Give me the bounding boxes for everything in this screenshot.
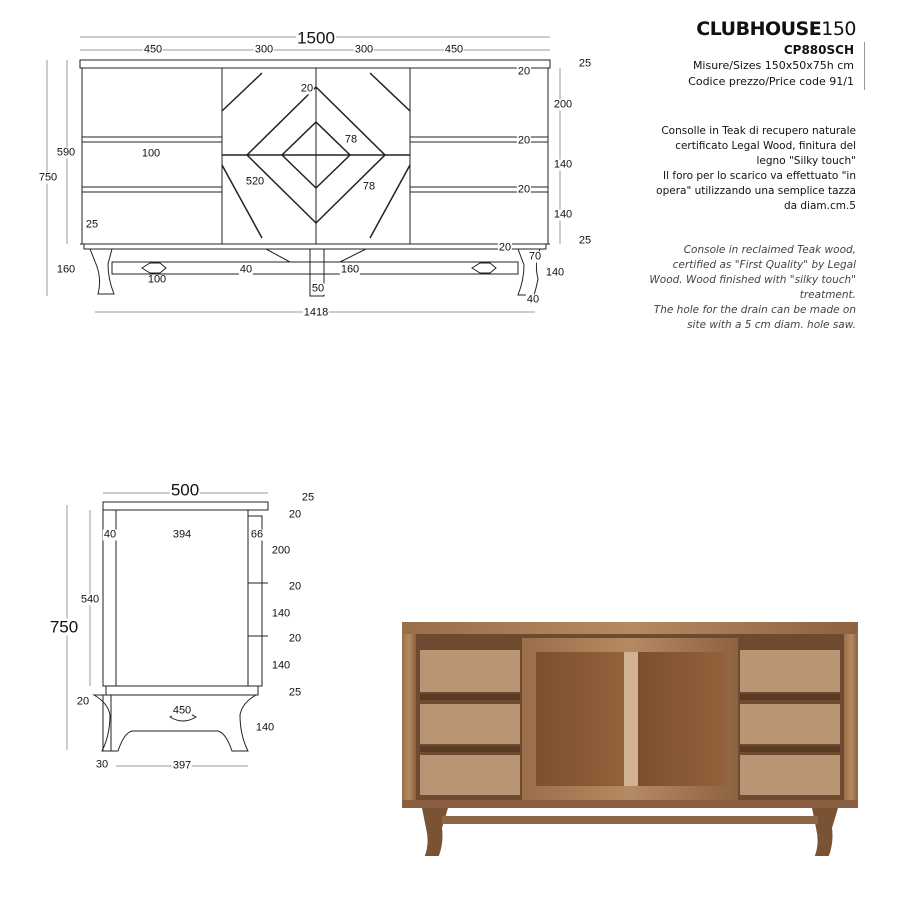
dim-label: 20 <box>299 82 315 95</box>
dim-label: 140 <box>254 721 276 734</box>
desc-line: site with a 5 cm diam. hole saw. <box>687 319 856 331</box>
dim-label: 397 <box>171 759 193 772</box>
dim-label: 25 <box>577 234 593 247</box>
dim-depth: 500 <box>169 480 201 500</box>
desc-line: Wood. Wood finished with "silky touch" <box>649 274 856 286</box>
dim-label: 20 <box>287 632 303 645</box>
description-italian: Consolle in Teak di recupero naturale ce… <box>616 124 856 214</box>
desc-line: Console in reclaimed Teak wood, <box>683 244 856 256</box>
product-sizes: Misure/Sizes 150x50x75h cm <box>692 59 854 72</box>
dim-label: 750 <box>37 171 59 184</box>
dim-label: 78 <box>361 180 377 193</box>
dim-label: 450 <box>171 704 193 717</box>
dim-label: 25 <box>300 491 316 504</box>
desc-line: Consolle in Teak di recupero naturale <box>661 125 856 137</box>
product-photo <box>402 622 858 856</box>
desc-line: Il foro per lo scarico va effettuato "in <box>663 170 856 182</box>
dim-label: 100 <box>146 273 168 286</box>
front-view-drawing <box>46 36 561 313</box>
dim-label: 20 <box>287 580 303 593</box>
price-code: Codice prezzo/Price code 91/1 <box>688 75 854 88</box>
dim-label: 40 <box>238 263 254 276</box>
dim-label: 200 <box>552 98 574 111</box>
product-number: 150 <box>821 18 856 40</box>
desc-line: legno "Silky touch" <box>756 155 857 167</box>
side-view-drawing <box>66 492 269 767</box>
dim-label: 160 <box>55 263 77 276</box>
dim-label: 20 <box>287 508 303 521</box>
product-name: CLUBHOUSE <box>696 18 822 40</box>
product-title: CLUBHOUSE150 <box>696 18 856 40</box>
dim-label: 50 <box>310 282 326 295</box>
dim-label: 100 <box>140 147 162 160</box>
desc-line: certified as "First Quality" by Legal <box>672 259 856 271</box>
desc-line: opera" utilizzando una semplice tazza <box>656 185 856 197</box>
dim-label: 300 <box>253 43 275 56</box>
dim-label: 450 <box>142 43 164 56</box>
dim-label: 40 <box>525 293 541 306</box>
dim-label: 25 <box>84 218 100 231</box>
dim-total-width: 1500 <box>296 28 336 48</box>
dim-label: 78 <box>343 133 359 146</box>
dim-label: 450 <box>443 43 465 56</box>
dim-label: 70 <box>527 250 543 263</box>
dim-height: 750 <box>48 617 80 637</box>
dim-label: 20 <box>516 134 532 147</box>
desc-line: certificato Legal Wood, finitura del <box>675 140 856 152</box>
dim-label: 20 <box>516 65 532 78</box>
dim-label: 520 <box>244 175 266 188</box>
dim-label: 25 <box>287 686 303 699</box>
description-english: Console in reclaimed Teak wood, certifie… <box>616 243 856 333</box>
dim-label: 20 <box>516 183 532 196</box>
desc-line: treatment. <box>799 289 856 301</box>
dim-label: 394 <box>171 528 193 541</box>
dim-label: 160 <box>339 263 361 276</box>
dim-label: 1418 <box>302 306 330 319</box>
dim-label: 25 <box>577 57 593 70</box>
product-code: CP880SCH <box>783 43 854 57</box>
dim-label: 300 <box>353 43 375 56</box>
dim-label: 140 <box>270 659 292 672</box>
dim-label: 20 <box>497 241 513 254</box>
dim-label: 140 <box>270 607 292 620</box>
desc-line: The hole for the drain can be made on <box>653 304 856 316</box>
dim-label: 590 <box>55 146 77 159</box>
dim-label: 140 <box>552 208 574 221</box>
dim-label: 200 <box>270 544 292 557</box>
desc-line: da diam.cm.5 <box>783 200 856 212</box>
dim-label: 140 <box>544 266 566 279</box>
dim-label: 140 <box>552 158 574 171</box>
dim-label: 20 <box>75 695 91 708</box>
product-codes: CP880SCH Misure/Sizes 150x50x75h cm Codi… <box>688 42 865 90</box>
dim-label: 40 <box>102 528 118 541</box>
dim-label: 540 <box>79 593 101 606</box>
dim-label: 66 <box>249 528 265 541</box>
dim-label: 30 <box>94 758 110 771</box>
